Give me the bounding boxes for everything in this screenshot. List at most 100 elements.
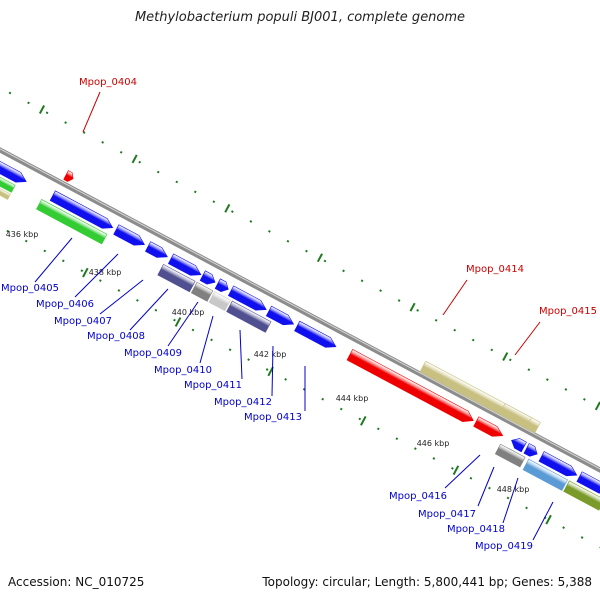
label-leader-line (442, 279, 468, 316)
major-tick (82, 267, 89, 278)
label-leader-line (167, 301, 199, 347)
gene-0405-block (0, 161, 16, 193)
label-leader-line (444, 454, 481, 489)
inner-tick (376, 427, 380, 431)
inner-tick (506, 496, 510, 500)
outer-tick (101, 141, 104, 144)
gene-0410-block (157, 263, 196, 293)
gene-0414-highlight (346, 349, 474, 422)
outer-tick (212, 200, 216, 204)
major-tick (174, 317, 182, 327)
kbp-label: 446 kbp (417, 439, 450, 448)
gene-0416-block (494, 443, 526, 468)
outer-tick (64, 121, 67, 124)
gene-label-mpop-0412[interactable]: Mpop_0412 (214, 397, 272, 408)
inner-tick (43, 249, 47, 253)
gene-0416-arrow (511, 438, 527, 453)
label-leader-line (514, 321, 541, 356)
major-tick (316, 253, 323, 263)
outer-tick (416, 309, 420, 312)
gene-arrow (265, 305, 295, 326)
inner-tick (488, 486, 491, 490)
outer-tick (249, 220, 253, 223)
outer-tick (45, 111, 49, 115)
gene-label-mpop-0404[interactable]: Mpop_0404 (79, 77, 137, 88)
outer-tick (490, 348, 494, 352)
gene-label-mpop-0419[interactable]: Mpop_0419 (475, 541, 533, 552)
inner-tick (469, 476, 473, 480)
outer-tick (342, 269, 345, 273)
gene-label-mpop-0416[interactable]: Mpop_0416 (389, 491, 447, 502)
inner-tick (210, 338, 213, 342)
outer-tick (175, 180, 179, 184)
inner-tick (339, 407, 343, 411)
inner-tick (117, 289, 121, 292)
major-tick (452, 465, 460, 476)
outer-tick (138, 160, 142, 164)
outer-tick (156, 170, 160, 174)
gene-label-mpop-0413[interactable]: Mpop_0413 (244, 412, 302, 423)
gene-0408-arrow (113, 224, 145, 246)
label-leader-line (502, 477, 519, 524)
gene-label-mpop-0408[interactable]: Mpop_0408 (87, 331, 145, 342)
outer-tick (119, 150, 123, 154)
genome-summary-text: Topology: circular; Length: 5,800,441 bp… (262, 575, 592, 589)
label-leader-line (532, 501, 554, 541)
outer-tick (305, 249, 308, 253)
major-tick (594, 401, 600, 411)
outer-tick (379, 289, 382, 292)
gene-label-mpop-0417[interactable]: Mpop_0417 (418, 509, 476, 520)
gene-label-mpop-0415[interactable]: Mpop_0415 (539, 306, 597, 317)
gene-0418-block (522, 458, 568, 491)
gene-label-mpop-0406[interactable]: Mpop_0406 (36, 299, 94, 310)
gene-0411-arrow (199, 270, 216, 285)
gene-arrow (0, 149, 27, 183)
kbp-label: 436 kbp (6, 230, 39, 239)
kbp-label: 444 kbp (336, 394, 369, 403)
outer-tick (82, 131, 86, 134)
outer-tick (193, 190, 197, 194)
outer-tick (360, 279, 364, 283)
inner-tick (136, 298, 139, 302)
gene-0409-arrow (145, 241, 168, 258)
backbone-highlight (0, 129, 600, 508)
inner-tick (247, 358, 250, 361)
label-leader-line (82, 91, 101, 133)
label-leader-line (271, 345, 274, 397)
gene-label-mpop-0409[interactable]: Mpop_0409 (124, 348, 182, 359)
outer-tick (434, 318, 438, 322)
gene-label-mpop-0407[interactable]: Mpop_0407 (54, 316, 112, 327)
outer-tick (8, 91, 12, 95)
label-leader-line (239, 329, 243, 380)
major-tick (131, 154, 138, 164)
gene-0413-arrow (227, 285, 267, 311)
kbp-label: 438 kbp (89, 268, 122, 277)
gene-label-mpop-0410[interactable]: Mpop_0410 (154, 365, 212, 376)
outer-tick (564, 388, 568, 391)
major-tick (409, 302, 416, 312)
gene-label-mpop-0414[interactable]: Mpop_0414 (466, 264, 524, 275)
inner-tick (99, 279, 102, 282)
inner-tick (173, 318, 176, 322)
gene-arrow (294, 320, 337, 348)
inner-tick (451, 466, 454, 470)
inner-tick (414, 447, 417, 450)
gene-label-mpop-0418[interactable]: Mpop_0418 (447, 524, 505, 535)
outer-tick (527, 368, 531, 372)
label-leader-line (199, 315, 214, 364)
outer-tick (508, 358, 512, 362)
gene-0415-block (499, 403, 532, 429)
gene-0415-highlight (473, 416, 504, 437)
label-leader-line (477, 466, 495, 507)
label-leader-line (74, 253, 119, 298)
gene-label-mpop-0411[interactable]: Mpop_0411 (184, 380, 242, 391)
gene-label-mpop-0405[interactable]: Mpop_0405 (1, 283, 59, 294)
outer-tick (286, 239, 290, 243)
gene-0413-block (226, 300, 272, 333)
gene-0407-block (36, 199, 108, 245)
inner-tick (358, 417, 362, 421)
inner-tick (265, 368, 269, 371)
kbp-label: 440 kbp (172, 308, 205, 317)
gene-0419-block (563, 480, 600, 511)
